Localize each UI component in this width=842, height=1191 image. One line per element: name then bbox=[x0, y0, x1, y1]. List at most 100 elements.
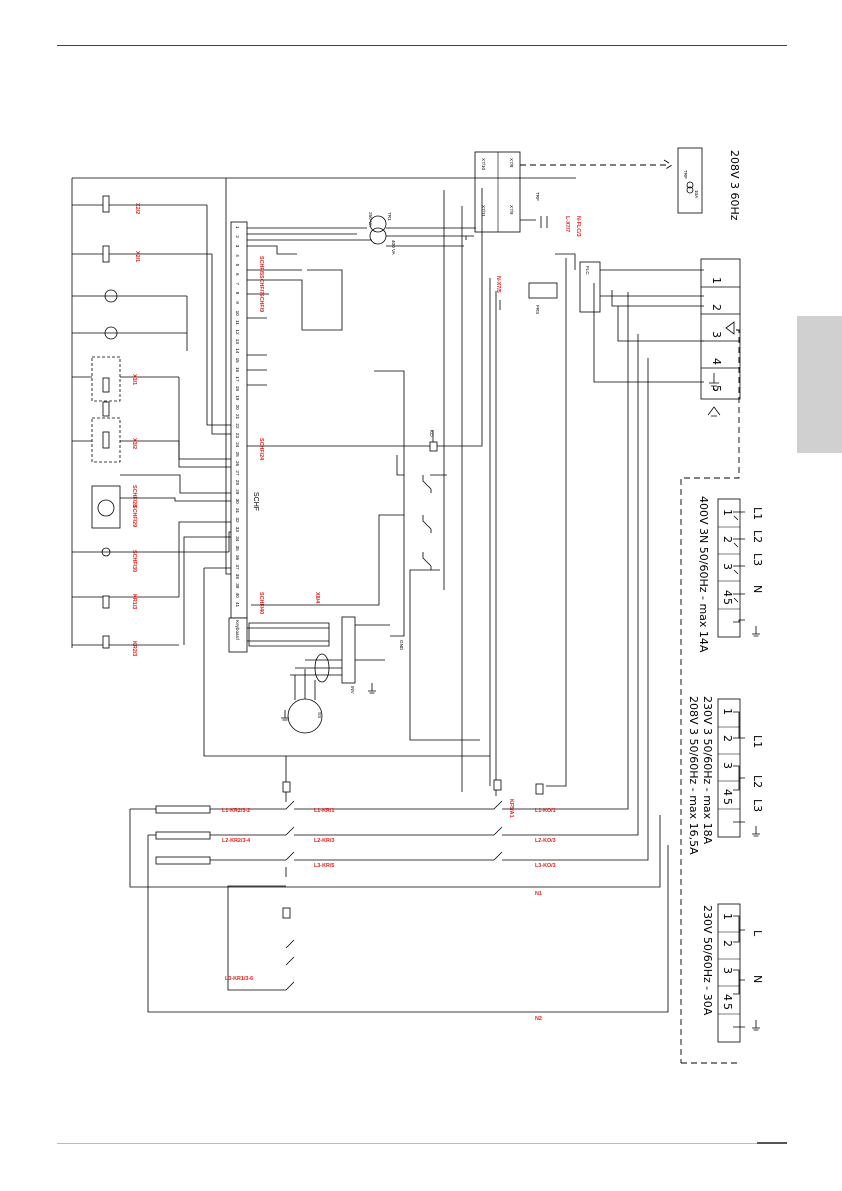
svg-text:X7/11: X7/11 bbox=[481, 205, 486, 217]
flc-filter-box: FLC bbox=[579, 261, 601, 313]
tr1-transformer: 250 VA 400 VA TR1 bbox=[368, 212, 396, 256]
red-label-n2: N2 bbox=[535, 1016, 542, 1022]
schf-pin-number: 40 bbox=[235, 593, 240, 599]
frs-component: FRS bbox=[528, 282, 558, 314]
terminal-1: 1 bbox=[721, 708, 734, 715]
schf-pin-number: 18 bbox=[235, 386, 240, 392]
transformer-box: X7/10 X7/8 X7/11 X7/9 bbox=[474, 151, 521, 233]
schf-pin-number: 19 bbox=[235, 395, 240, 401]
red-label-kr1-3: KR1/3 bbox=[131, 594, 137, 609]
svg-text:250 VA: 250 VA bbox=[368, 212, 373, 228]
left-component-column bbox=[71, 177, 576, 649]
red-label-l1-ko-1: L1-KO/1 bbox=[535, 808, 556, 814]
red-label-n-flc-3: N-FLC/3 bbox=[575, 216, 581, 237]
terminal-2: 2 bbox=[721, 536, 734, 543]
red-label-schf-29: SCHF/29 bbox=[131, 505, 137, 527]
svg-text:X7/10: X7/10 bbox=[481, 158, 486, 170]
supply-400v-label: 400V 3N 50/60Hz - max 14A bbox=[697, 496, 710, 653]
schf-pin-number: 20 bbox=[235, 405, 240, 411]
terminal-2: 2 bbox=[721, 735, 734, 742]
keyboard-block: Keyboard bbox=[228, 617, 248, 653]
red-label-l-x7-7: L-X7/7 bbox=[564, 216, 570, 232]
supply-230v-3ph-terminal-block: 1 2 3 4 5 L1 L2 L3 bbox=[717, 698, 764, 838]
phase-l3: L3 bbox=[751, 553, 764, 566]
schf-pin-number: 1 bbox=[235, 226, 240, 229]
red-label-l1-kr2-3-2: L1-KR2/3-2 bbox=[222, 808, 250, 814]
terminal-3: 3 bbox=[721, 762, 734, 769]
supply-230v-1ph-label: 230V 50/60Hz - 30A bbox=[701, 905, 714, 1016]
ground-icon bbox=[281, 710, 289, 721]
page-footer-rule bbox=[57, 1143, 787, 1144]
schf-pin-number: 21 bbox=[235, 414, 240, 420]
m1-motor: SS bbox=[287, 698, 323, 734]
terminal-3: 3 bbox=[721, 563, 734, 570]
schf-pin-number: 30 bbox=[235, 499, 240, 505]
schf-pin-number: 37 bbox=[235, 564, 240, 570]
svg-text:X7/9: X7/9 bbox=[509, 205, 514, 215]
red-label-schf-28: SCHF/28 bbox=[131, 485, 137, 507]
inverter-block: INV bbox=[341, 616, 356, 695]
schf-pin-number: 29 bbox=[235, 489, 240, 495]
red-label-schf-40: SCHF/40 bbox=[258, 592, 264, 614]
phase-l3: L3 bbox=[751, 799, 764, 812]
schf-pin-number: 14 bbox=[235, 348, 240, 354]
svg-text:Keyboard: Keyboard bbox=[235, 620, 240, 640]
schf-pin-number: 6 bbox=[235, 273, 240, 276]
supply-230v-1ph-terminal-block: 1 2 3 4 5 L N bbox=[717, 903, 764, 1043]
schf-pin-number: 38 bbox=[235, 574, 240, 580]
schf-label: SCHF bbox=[252, 492, 259, 511]
schf-pin-number: 2 bbox=[235, 235, 240, 238]
red-label-n1: N1 bbox=[535, 891, 542, 897]
svg-text:INV: INV bbox=[350, 686, 355, 695]
schf-pin-number: 12 bbox=[235, 329, 240, 335]
ground-icon bbox=[368, 683, 376, 694]
phase-n: N bbox=[751, 975, 764, 983]
red-label-l2-ko-3: L2-KO/3 bbox=[535, 838, 556, 844]
schf-pin-number: 3 bbox=[235, 245, 240, 248]
schf-pin-number: 28 bbox=[235, 480, 240, 486]
schf-pin-number: 9 bbox=[235, 301, 240, 304]
schf-pin-number: 15 bbox=[235, 358, 240, 364]
red-label-schf-9: SCHF/9 bbox=[258, 293, 264, 312]
schf-pin-number: 7 bbox=[235, 282, 240, 285]
svg-text:KO: KO bbox=[429, 430, 434, 437]
svg-text:SS: SS bbox=[317, 712, 322, 718]
terminal-1: 1 bbox=[710, 277, 723, 284]
supply-208v-label: 208V 3 60Hz bbox=[728, 150, 741, 221]
page-header-rule bbox=[57, 45, 787, 46]
schf-pin-number: 35 bbox=[235, 546, 240, 552]
section-tab bbox=[797, 316, 842, 453]
schf-pin-number: 23 bbox=[235, 433, 240, 439]
red-label-l3-ko-3: L3-KO/3 bbox=[535, 863, 556, 869]
schf-pin-number: 31 bbox=[235, 508, 240, 514]
schf-pin-number: 32 bbox=[235, 517, 240, 523]
power-contactors bbox=[129, 292, 669, 1013]
phase-l: L bbox=[751, 930, 764, 937]
schf-pin-number: 39 bbox=[235, 583, 240, 589]
svg-text:TRF: TRF bbox=[535, 192, 540, 201]
terminal-2: 2 bbox=[721, 940, 734, 947]
red-label-l2-kr-3: L2-KR/3 bbox=[314, 838, 334, 844]
schf-pin-number: 34 bbox=[235, 536, 240, 542]
red-label-schf-24: SCHF/24 bbox=[258, 438, 264, 460]
red-label-x8-4: X8/4 bbox=[314, 592, 320, 603]
red-label-x2-2: X2/2 bbox=[134, 203, 140, 214]
terminal-1: 1 bbox=[721, 509, 734, 516]
svg-text:FRS: FRS bbox=[535, 305, 540, 314]
red-label-l3-kr1-3-6: L3-KR1/3-6 bbox=[225, 976, 253, 982]
schf-pin-number: 4 bbox=[235, 254, 240, 257]
terminal-4: 4 bbox=[721, 994, 734, 1001]
page-footer-mark bbox=[757, 1142, 787, 1144]
terminal-5: 5 bbox=[721, 798, 734, 805]
terminal-2: 2 bbox=[710, 304, 723, 311]
schf-pin-number: 10 bbox=[235, 311, 240, 317]
phase-l2: L2 bbox=[751, 775, 764, 788]
red-label-kr2-3: KR2/3 bbox=[131, 641, 137, 656]
schf-pin-number: 36 bbox=[235, 555, 240, 561]
red-label-schf-7: SCHF/7 bbox=[258, 275, 264, 294]
svg-text:TR1: TR1 bbox=[387, 212, 392, 221]
supply-400v-terminal-block: 1 2 3 4 5 L1 L2 L3 N bbox=[717, 498, 764, 638]
red-label-l3-kr-5: L3-KR/5 bbox=[314, 863, 334, 869]
svg-text:X7/8: X7/8 bbox=[509, 158, 514, 168]
